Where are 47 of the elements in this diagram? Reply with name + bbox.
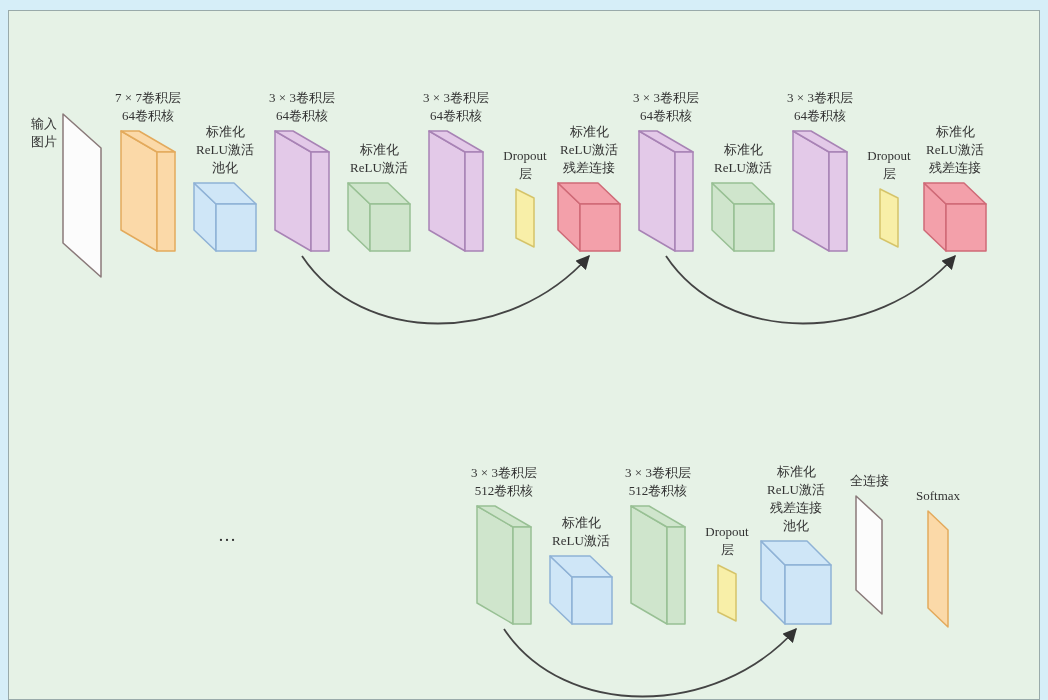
layer-label: Dropout: [503, 147, 547, 165]
layer-label: ReLU激活: [560, 141, 618, 159]
layer-label: 3 × 3卷积层: [625, 464, 691, 482]
layer-label: 残差连接: [929, 159, 981, 177]
layer-label: 3 × 3卷积层: [787, 89, 853, 107]
layer-label: ReLU激活: [767, 481, 825, 499]
layer-label: Dropout: [867, 147, 911, 165]
layer-label: ReLU激活: [196, 141, 254, 159]
layer-label: 标准化: [935, 123, 975, 141]
layer-label: ReLU激活: [926, 141, 984, 159]
ellipsis: …: [218, 525, 236, 546]
layer-label: 64卷积核: [122, 107, 174, 125]
layer-label: 层: [882, 165, 896, 183]
layer-label: 64卷积核: [430, 107, 482, 125]
layer-label: 3 × 3卷积层: [423, 89, 489, 107]
layer-label: 7 × 7卷积层: [115, 89, 181, 107]
layer-label: 标准化: [359, 141, 399, 159]
layer-label: 层: [518, 165, 532, 183]
layer-label: 输入: [31, 115, 57, 133]
layer-label: ReLU激活: [552, 532, 610, 550]
layer-label: 3 × 3卷积层: [471, 464, 537, 482]
layer-label: 池化: [212, 159, 238, 177]
curved-arrow: [665, 255, 956, 325]
layer-label: 标准化: [723, 141, 763, 159]
layer-label: 标准化: [205, 123, 245, 141]
layer-label: 512卷积核: [474, 482, 534, 500]
layer-label: 池化: [783, 517, 809, 535]
layer-label: Softmax: [915, 487, 961, 505]
layer-label: Dropout: [705, 523, 749, 541]
layer-label: 64卷积核: [640, 107, 692, 125]
layer-label: 标准化: [776, 463, 816, 481]
layer-label: 残差连接: [770, 499, 822, 517]
curved-arrow: [301, 255, 590, 325]
layer-label: ReLU激活: [350, 159, 408, 177]
layer-label: 图片: [31, 133, 57, 151]
layer-label: 64卷积核: [794, 107, 846, 125]
layer-label: 残差连接: [563, 159, 615, 177]
layer-label: 3 × 3卷积层: [633, 89, 699, 107]
layer-label: 标准化: [561, 514, 601, 532]
layer-label: 层: [720, 541, 734, 559]
layer-label: 64卷积核: [276, 107, 328, 125]
layer-label: 标准化: [569, 123, 609, 141]
layer-label: ReLU激活: [714, 159, 772, 177]
curved-arrow: [503, 628, 797, 698]
layer-label: 全连接: [849, 472, 889, 490]
layer-label: 512卷积核: [628, 482, 688, 500]
layer-label: 3 × 3卷积层: [269, 89, 335, 107]
